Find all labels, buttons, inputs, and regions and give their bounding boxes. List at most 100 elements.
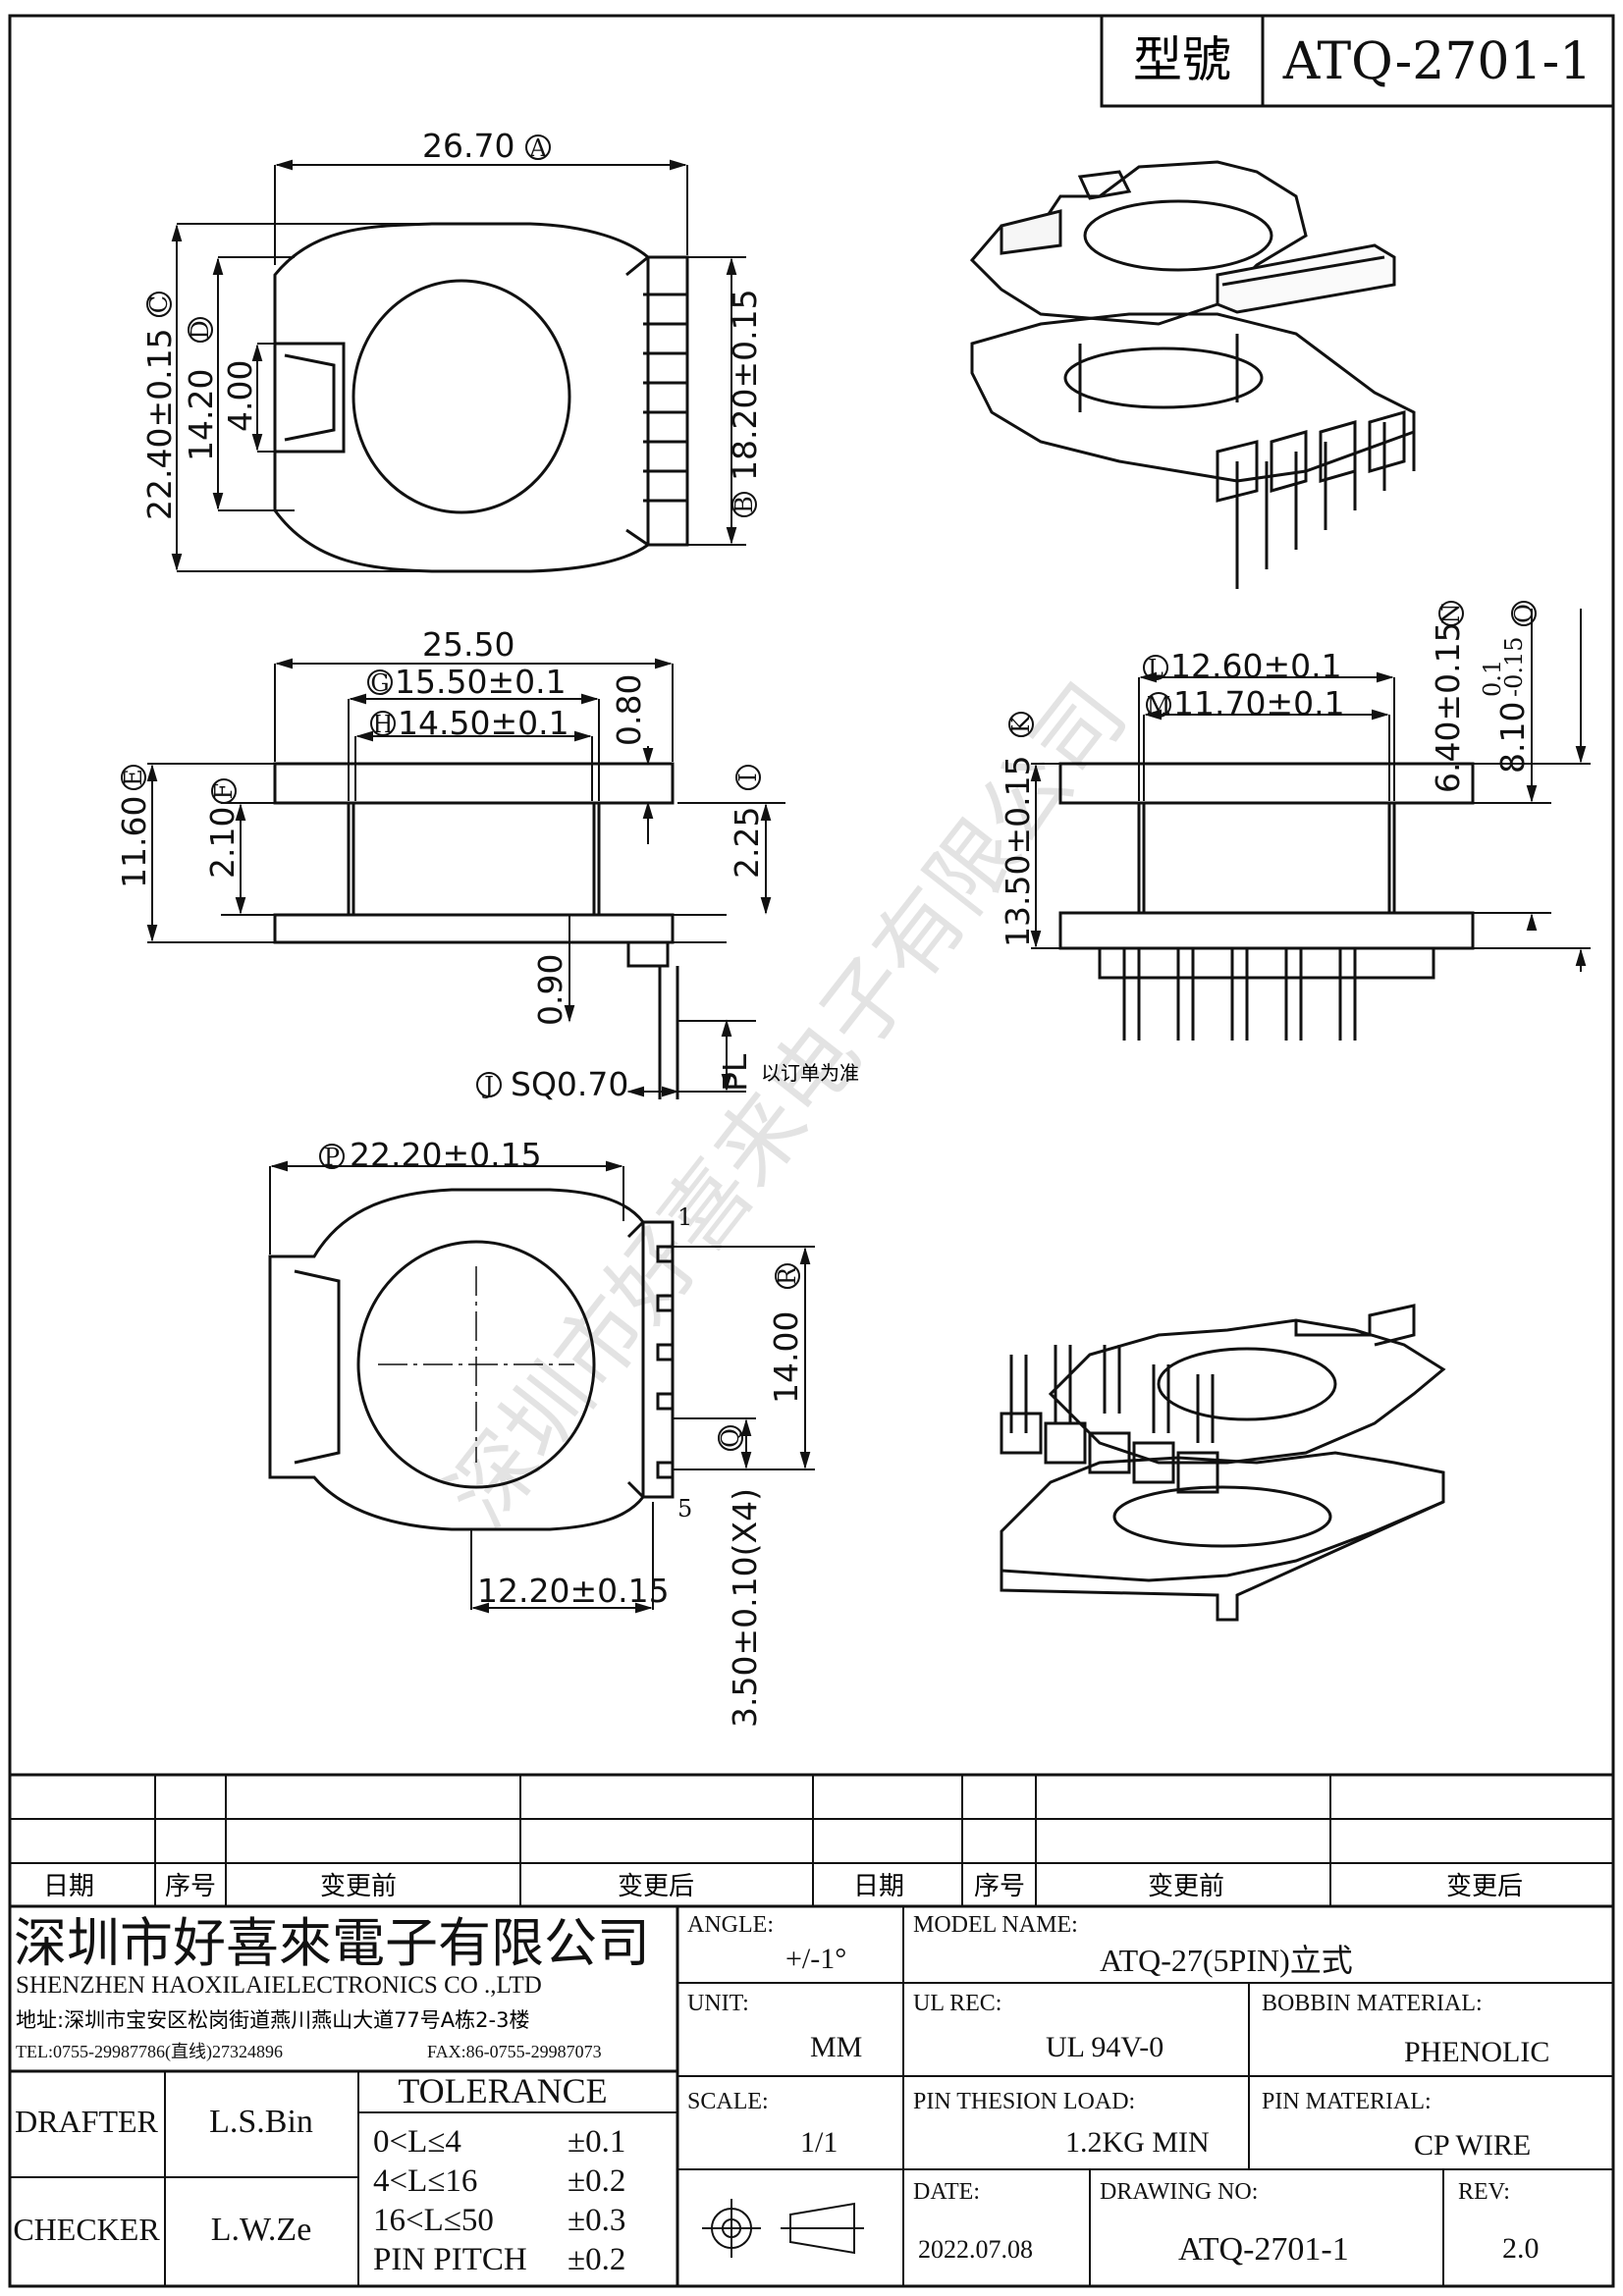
front-view — [273, 762, 679, 1099]
model-name-label: MODEL NAME: — [913, 1912, 1078, 1938]
side-view — [1058, 762, 1475, 1041]
model-label: 型號 — [1133, 31, 1231, 88]
rev-header-date-1: 日期 — [43, 1872, 94, 1901]
tag-l: L — [1148, 655, 1163, 682]
tolerance-range-2: 4<L≤16 — [373, 2163, 477, 2199]
tag-n: N — [1437, 604, 1465, 624]
dim-k: 13.50±0.15 — [999, 755, 1037, 947]
tag-a-circle — [525, 134, 551, 160]
tag-c-circle — [146, 292, 172, 317]
dim-r: 14.00 — [767, 1311, 805, 1404]
scale-value: 1/1 — [800, 2126, 838, 2159]
tag-p-circle — [319, 1144, 345, 1169]
tag-q-circle — [718, 1425, 743, 1451]
rev-header-before-2: 变更前 — [1148, 1872, 1224, 1901]
tolerance-range-1: 0<L≤4 — [373, 2124, 461, 2160]
side-view-dims — [1030, 609, 1591, 972]
tag-a: A — [528, 134, 547, 162]
rev-label: REV: — [1458, 2179, 1510, 2205]
dim-l: 12.60±0.1 — [1170, 647, 1342, 685]
dim-width: 25.50 — [422, 625, 514, 664]
date-value: 2022.07.08 — [918, 2235, 1033, 2264]
tag-m-circle — [1146, 692, 1171, 718]
front-view-dims — [146, 658, 785, 1097]
projection-symbol — [702, 2199, 864, 2258]
top-view — [273, 222, 689, 573]
tag-i: I — [734, 773, 762, 781]
revision-table — [10, 1773, 1613, 1908]
pin-first-label: 1 — [677, 1203, 692, 1231]
tolerance-range-4: PIN PITCH — [373, 2242, 527, 2277]
tag-k: K — [1007, 715, 1035, 733]
pin-material-label: PIN MATERIAL: — [1262, 2089, 1432, 2114]
tolerance-value-4: ±0.2 — [568, 2242, 625, 2277]
tag-f-circle — [211, 778, 237, 804]
dim-o-upper: 0.1 — [1479, 660, 1506, 697]
drawing-no-label: DRAWING NO: — [1100, 2179, 1258, 2205]
unit-value: MM — [810, 2031, 862, 2063]
rev-header-date-2: 日期 — [853, 1872, 904, 1901]
bottom-view — [268, 1188, 675, 1531]
bobbin-label: BOBBIN MATERIAL: — [1262, 1991, 1483, 2016]
ul-value: UL 94V-0 — [1046, 2031, 1163, 2063]
dim-m: 11.70±0.1 — [1173, 684, 1345, 722]
tag-k-circle — [1008, 712, 1034, 737]
rev-header-after-1: 变更后 — [618, 1872, 694, 1901]
angle-value: +/-1° — [785, 1943, 846, 1975]
company-name-en: SHENZHEN HAOXILAIELECTRONICS CO .,LTD — [16, 1972, 542, 1999]
checker-label: CHECKER — [13, 2212, 160, 2247]
tag-r: R — [774, 1266, 801, 1285]
unit-label: UNIT: — [687, 1991, 749, 2016]
angle-label: ANGLE: — [687, 1912, 774, 1938]
drafter-label: DRAFTER — [15, 2104, 158, 2139]
tolerance-value-3: ±0.3 — [568, 2203, 625, 2238]
tag-c: C — [145, 295, 173, 313]
bottom-view-dims — [269, 1160, 815, 1614]
dim-i: 2.25 — [728, 807, 766, 879]
rev-value: 2.0 — [1502, 2232, 1540, 2265]
tag-d-circle — [188, 317, 213, 343]
tag-l-circle — [1143, 655, 1168, 680]
tag-g-circle — [367, 669, 393, 695]
tag-n-circle — [1438, 601, 1464, 626]
dim-slot: 4.00 — [221, 360, 259, 432]
tag-o: O — [1510, 604, 1538, 623]
date-label: DATE: — [913, 2179, 980, 2205]
tag-b: B — [730, 496, 758, 513]
pin-material-value: CP WIRE — [1414, 2129, 1531, 2162]
pin-last-label: 5 — [677, 1495, 692, 1522]
dim-x: 12.20±0.15 — [477, 1572, 670, 1610]
pin-load-label: PIN THESION LOAD: — [913, 2089, 1135, 2114]
dim-o-lower: -0.15 — [1500, 636, 1528, 697]
company-address: 地址:深圳市宝安区松岗街道燕川燕山大道77号A栋2-3楼 — [16, 2008, 529, 2032]
tag-o-circle — [1511, 601, 1537, 626]
pl-note: 以订单为准 — [761, 1061, 859, 1085]
scale-label: SCALE: — [687, 2089, 769, 2114]
top-view-dims — [171, 159, 746, 572]
drafter-value: L.S.Bin — [209, 2104, 313, 2140]
tag-g: G — [370, 669, 389, 697]
tag-j: J — [481, 1072, 494, 1099]
rev-header-seq-1: 序号 — [165, 1872, 216, 1901]
dim-080: 0.80 — [610, 674, 648, 746]
tag-i-circle — [735, 765, 761, 790]
dim-a: 26.70 — [422, 127, 514, 165]
dim-d: 14.20 — [182, 369, 220, 461]
model-value: ATQ-2701-1 — [1282, 32, 1593, 91]
checker-value: L.W.Ze — [211, 2212, 312, 2248]
tag-h-circle — [370, 711, 396, 736]
title-block-grid — [10, 1906, 1613, 2286]
dim-f: 2.10 — [203, 807, 242, 879]
bobbin-value: PHENOLIC — [1404, 2036, 1549, 2068]
tag-e-circle — [121, 765, 146, 790]
company-tel: TEL:0755-29987786(直线)27324896 — [16, 2042, 283, 2062]
model-header: 型號 ATQ-2701-1 — [1100, 14, 1615, 108]
dim-h: 14.50±0.1 — [398, 704, 569, 742]
dim-q: 3.50±0.10(X4) — [726, 1488, 764, 1728]
drawing-no-value: ATQ-2701-1 — [1178, 2231, 1349, 2268]
bottom-view-center — [378, 1266, 574, 1463]
sheet-border — [8, 14, 1615, 2288]
dim-n: 6.40±0.15 — [1429, 621, 1467, 793]
tag-q: Q — [717, 1428, 744, 1448]
ul-label: UL REC: — [913, 1991, 1001, 2016]
